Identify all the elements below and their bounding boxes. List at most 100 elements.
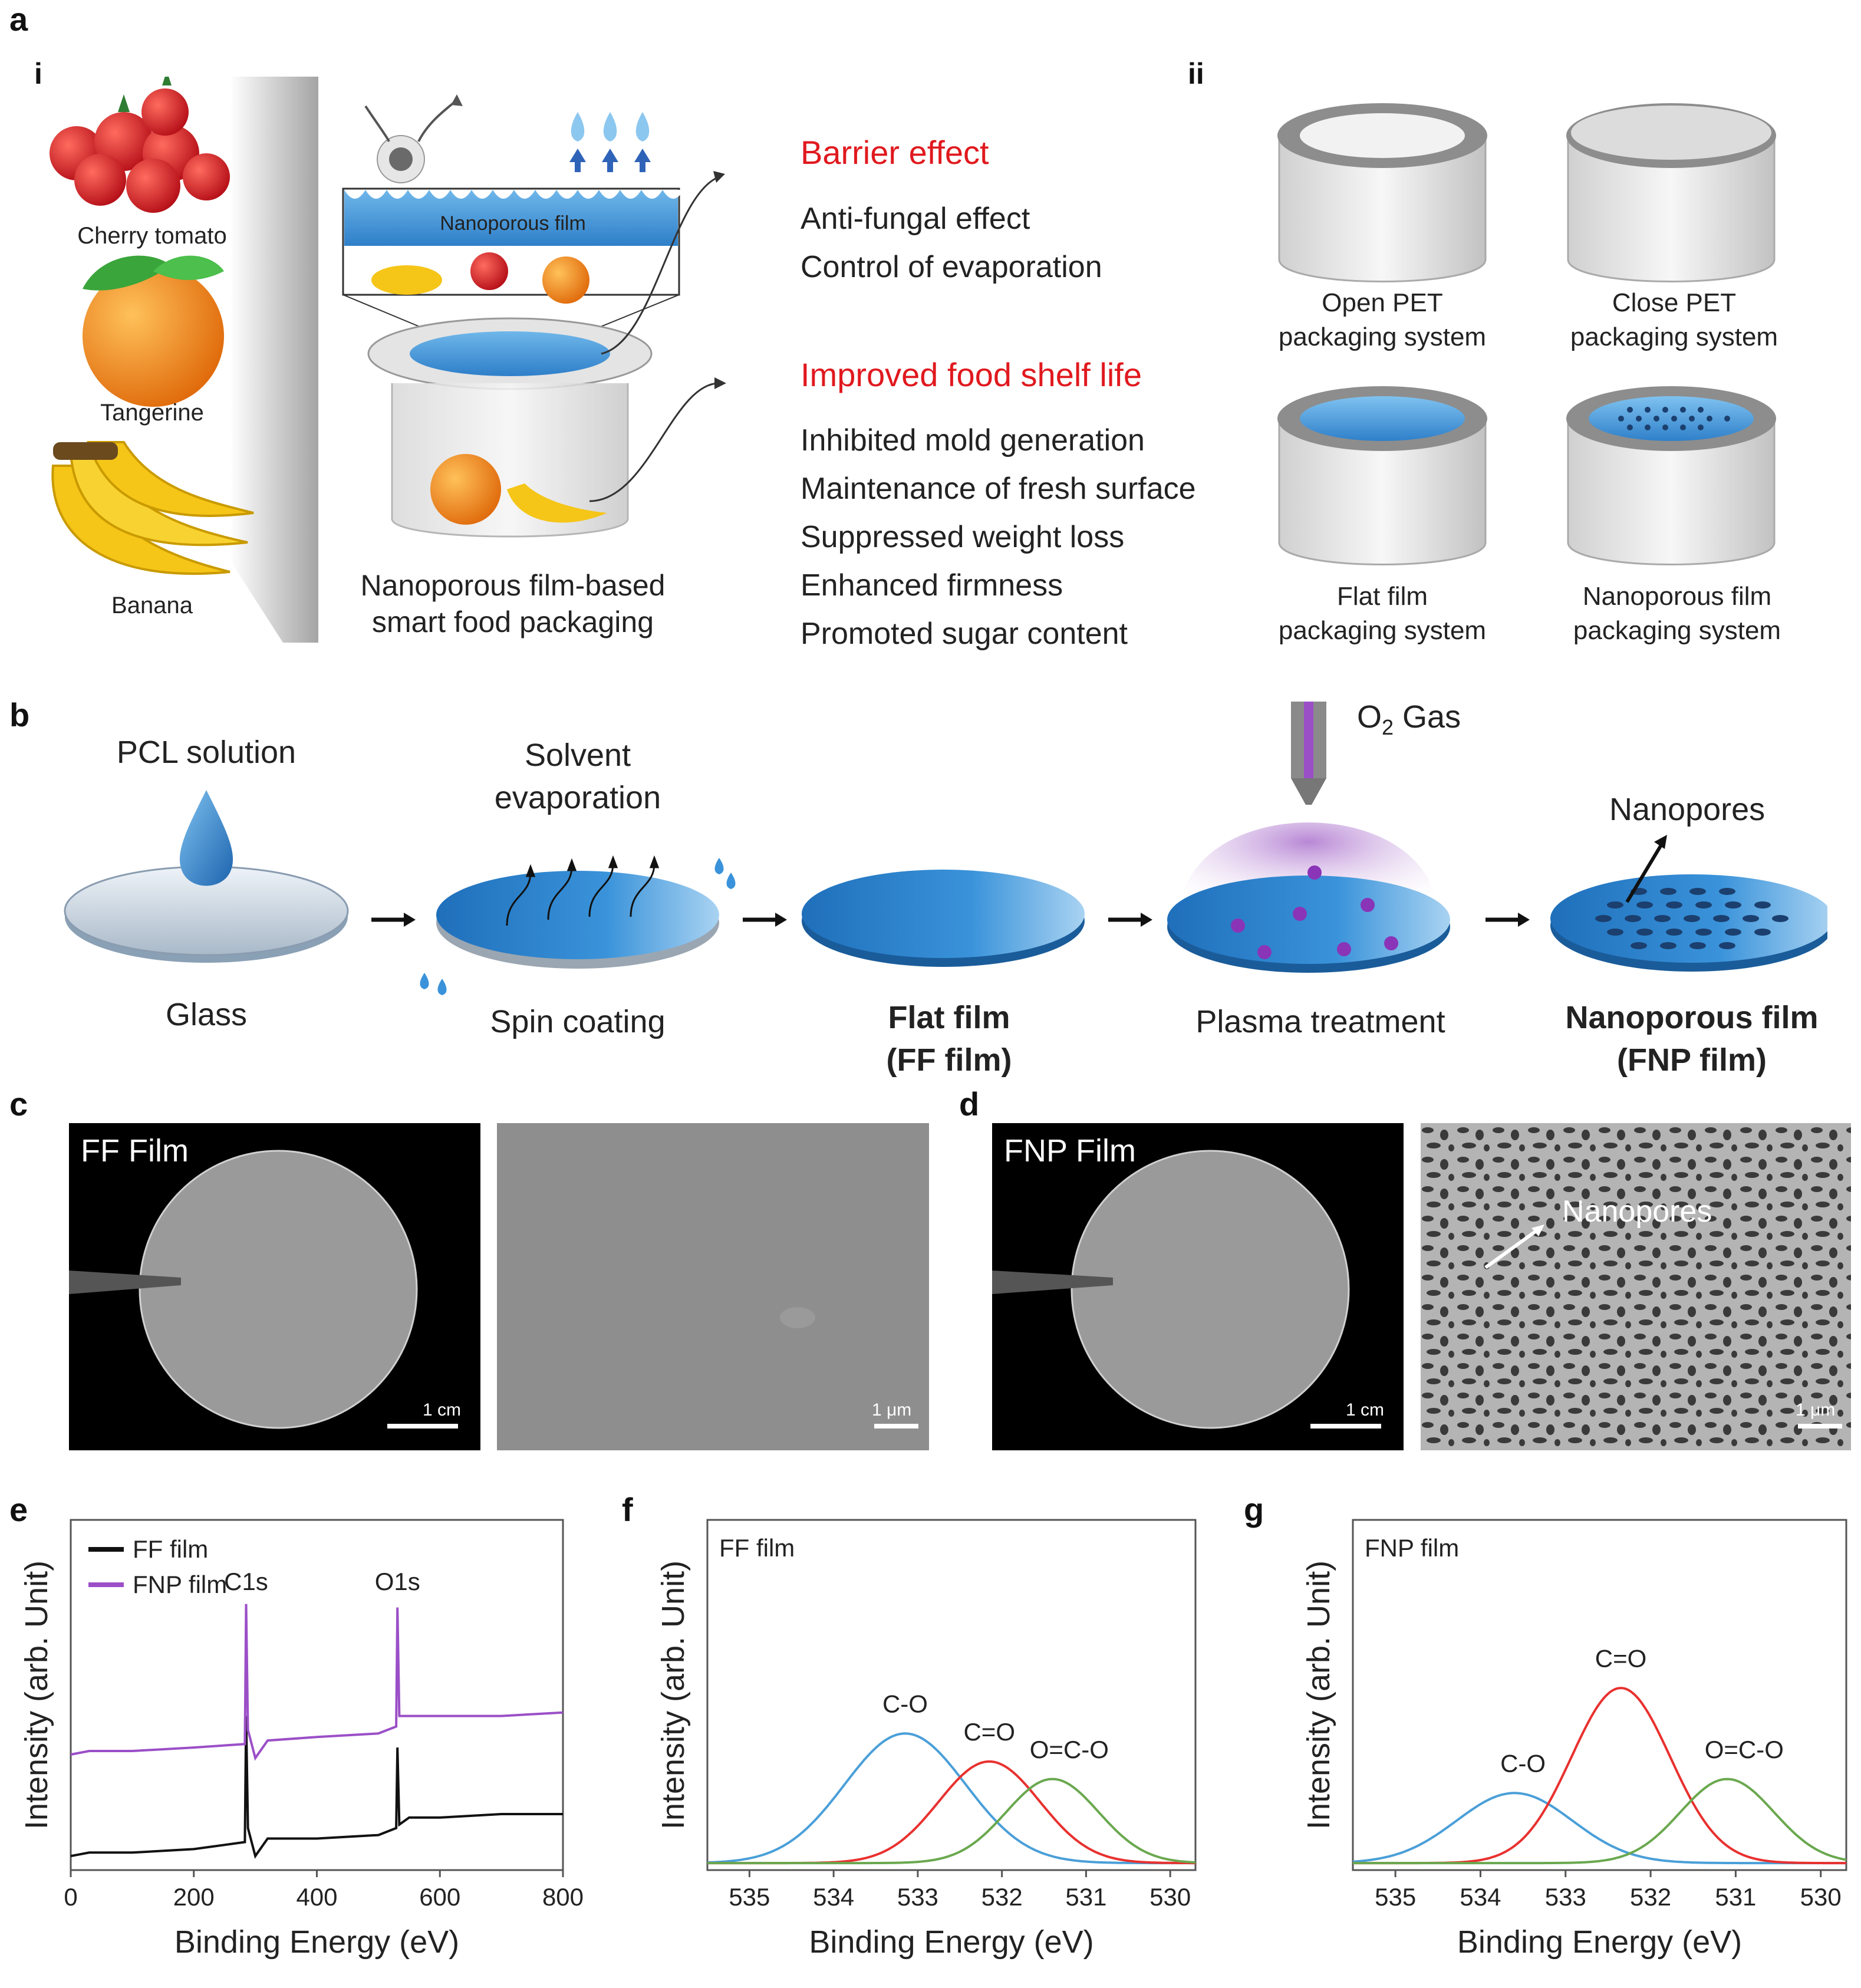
system-label-open: Open PET packaging system — [1241, 286, 1524, 354]
peak-annotation: O1s — [375, 1568, 420, 1595]
tangerine-image — [83, 255, 224, 407]
shelf-life-title: Improved food shelf life — [801, 356, 1142, 393]
peak-annotation: C1s — [224, 1568, 268, 1595]
ff-film-sem-image — [497, 1123, 929, 1450]
system-label-flat: Flat film packaging system — [1241, 580, 1524, 648]
ff-film-photo: FF Film 1 cm — [69, 1123, 480, 1450]
pcl-solution-label: PCL solution — [116, 735, 297, 770]
packaging-systems-illustration — [1277, 103, 1776, 565]
panel-label-f: f — [622, 1491, 633, 1528]
nanopores-label: Nanopores — [1609, 792, 1766, 827]
inset-label: Nanoporous film — [440, 212, 586, 235]
plasma-disk — [1167, 875, 1450, 964]
flat-film-cup — [1277, 386, 1487, 565]
system-label-close: Close PET packaging system — [1533, 286, 1816, 354]
system-label-line1: Open PET — [1322, 288, 1443, 317]
x-tick-label: 534 — [1460, 1883, 1501, 1911]
barrier-effect-title: Barrier effect — [801, 134, 989, 171]
x-tick-label: 532 — [981, 1883, 1023, 1911]
shelf-item: Enhanced firmness — [801, 568, 1063, 603]
fnp-film-photo: FNP Film 1 cm — [992, 1123, 1404, 1450]
x-tick-label: 530 — [1149, 1883, 1191, 1911]
fnp-film-photo-title: FNP Film — [1004, 1133, 1136, 1169]
x-tick-label: 600 — [419, 1883, 460, 1911]
cherry-tomato-image — [50, 77, 230, 213]
o2-sub: 2 — [1382, 715, 1394, 739]
o2-suffix: Gas — [1394, 699, 1461, 735]
fnp-film-sem: Nanopores 1 μm — [1421, 1123, 1851, 1450]
flat-film-line2: (FF film) — [886, 1042, 1012, 1078]
flat-film-line1: Flat film — [888, 1000, 1010, 1035]
shelf-life-list: Inhibited mold generation Maintenance of… — [801, 416, 1196, 658]
legend-label: FF film — [133, 1535, 208, 1563]
x-tick-label: 200 — [173, 1883, 215, 1911]
ff-film-sem: 1 μm — [497, 1123, 929, 1450]
packaging-illustration — [50, 77, 726, 643]
barrier-item: Control of evaporation — [801, 250, 1102, 284]
nanoporous-film-cup — [1566, 386, 1776, 565]
series-line — [707, 1732, 1195, 1865]
panel-label-e: e — [9, 1491, 28, 1528]
arrow-icon — [743, 913, 787, 927]
open-pet-cup — [1277, 103, 1487, 282]
fruit-label-cherry-tomato: Cherry tomato — [77, 223, 227, 249]
solvent-line2: evaporation — [494, 780, 661, 815]
y-axis-label: Intensity (arb. Unit) — [1301, 1561, 1336, 1829]
x-tick-label: 533 — [1545, 1883, 1586, 1911]
plot-frame — [1352, 1519, 1847, 1871]
system-label-nanoporous: Nanoporous film packaging system — [1533, 580, 1822, 648]
x-tick-label: 0 — [64, 1883, 77, 1911]
flat-film-disk — [802, 870, 1085, 958]
ff-film-photo-title: FF Film — [81, 1133, 189, 1169]
spin-coated-disk — [436, 871, 719, 959]
water-drop-icons — [569, 112, 651, 172]
flat-film-label: Flat film (FF film) — [813, 996, 1085, 1081]
peak-annotation: O=C-O — [1705, 1736, 1784, 1763]
x-tick-label: 533 — [897, 1883, 938, 1911]
x-tick-label: 532 — [1630, 1883, 1671, 1911]
x-tick-label: 535 — [1375, 1883, 1416, 1911]
nanopores-annotation: Nanopores — [1562, 1194, 1712, 1229]
solvent-line1: Solvent — [524, 738, 631, 773]
shelf-item: Maintenance of fresh surface — [801, 472, 1196, 506]
scale-label: 1 cm — [1346, 1400, 1385, 1420]
arrow-icon — [1108, 913, 1152, 927]
zoom-cone — [230, 77, 318, 643]
glass-label: Glass — [165, 997, 248, 1032]
spin-coating-label: Spin coating — [490, 1004, 666, 1039]
fruit-label-tangerine: Tangerine — [100, 400, 204, 426]
x-tick-label: 800 — [542, 1883, 584, 1911]
nanoporous-film-label: Nanoporous film (FNP film) — [1533, 996, 1851, 1081]
y-axis-label: Intensity (arb. Unit) — [656, 1561, 691, 1829]
series-line — [707, 1778, 1196, 1865]
x-tick-label: 534 — [813, 1883, 854, 1911]
peak-annotation: O=C-O — [1030, 1736, 1109, 1763]
y-axis-label: Intensity (arb. Unit) — [19, 1561, 54, 1829]
series-line — [1353, 1778, 1847, 1865]
panel-label-a: a — [9, 1, 28, 38]
fnp-film-sem-image — [1421, 1123, 1851, 1450]
fruit-label-banana: Banana — [111, 593, 193, 618]
panel-label-c: c — [9, 1085, 28, 1123]
arrow-icon — [1485, 913, 1530, 927]
shelf-item: Promoted sugar content — [801, 617, 1128, 651]
plot-frame — [706, 1519, 1197, 1871]
x-tick-label: 535 — [729, 1883, 770, 1911]
series-line — [1353, 1687, 1846, 1865]
x-axis-label: Binding Energy (eV) — [809, 1924, 1093, 1960]
peak-annotation: C-O — [882, 1690, 928, 1718]
chart-title: FNP film — [1365, 1534, 1459, 1562]
o2-gas-label: O2 Gas — [1357, 699, 1461, 740]
shelf-item: Suppressed weight loss — [801, 520, 1125, 554]
arrow-icon — [371, 913, 416, 927]
banana-image — [51, 441, 254, 575]
evaporation-arrows — [506, 855, 660, 926]
peak-annotation: C=O — [963, 1718, 1015, 1746]
scale-label: 1 μm — [1796, 1400, 1836, 1420]
barrier-item: Anti-fungal effect — [801, 202, 1030, 236]
fabrication-process-diagram — [64, 702, 1827, 995]
panel-label-b: b — [9, 696, 30, 733]
packaging-caption: Nanoporous film-based smart food packagi… — [318, 567, 707, 640]
series-line — [1352, 1792, 1846, 1865]
